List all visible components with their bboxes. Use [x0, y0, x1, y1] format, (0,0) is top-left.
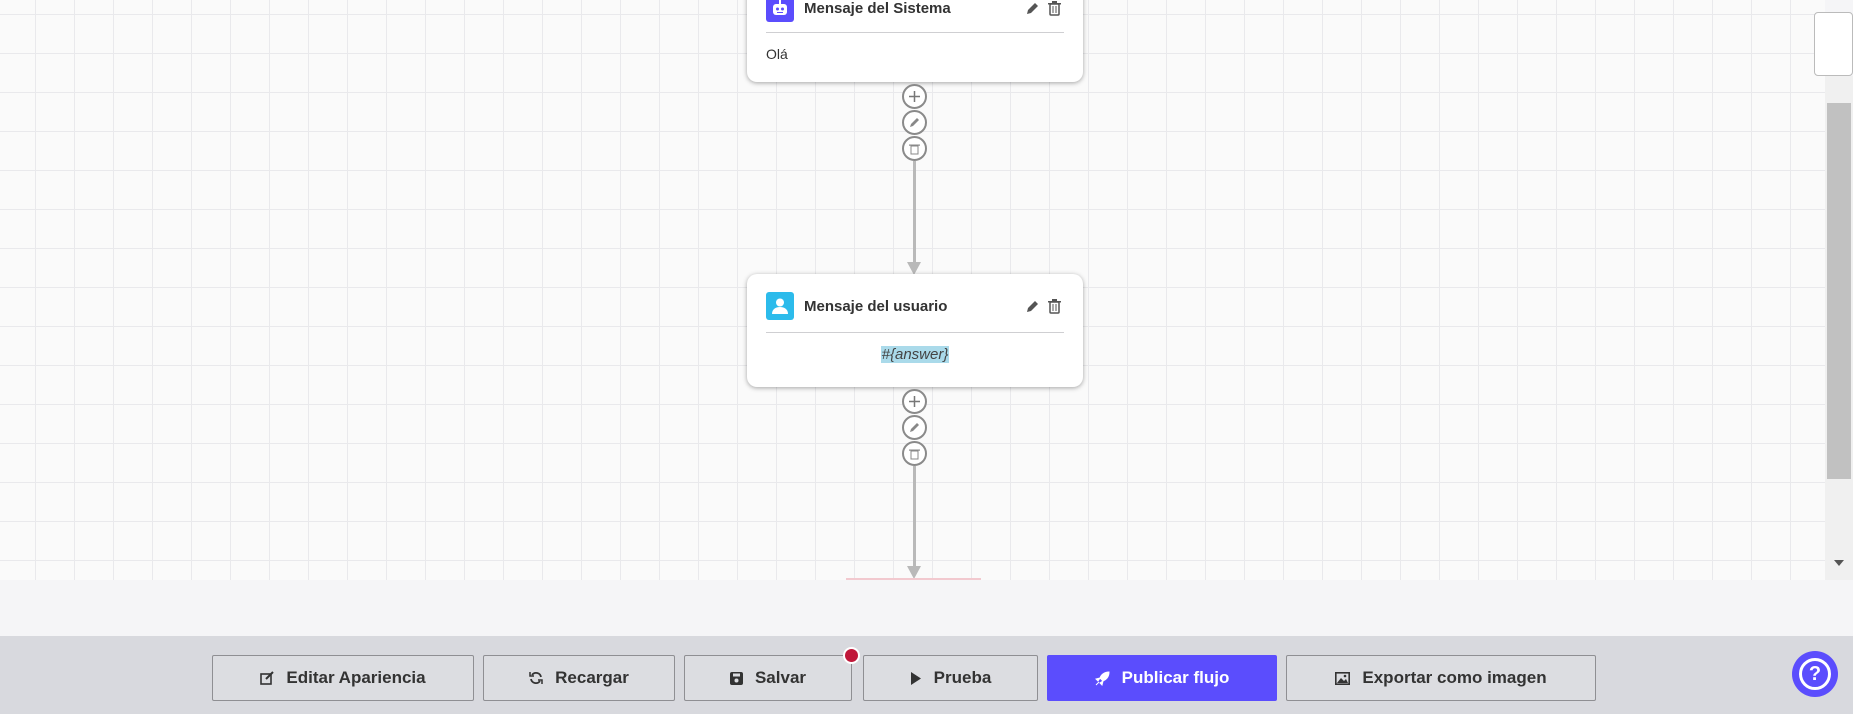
connector-arrow	[907, 566, 921, 579]
button-label: Editar Apariencia	[286, 668, 426, 687]
flow-canvas[interactable]: Mensaje del Sistema Olá Mensaje del usua…	[0, 0, 1825, 580]
button-label: Recargar	[555, 668, 629, 687]
image-icon	[1335, 671, 1351, 685]
rocket-icon	[1094, 670, 1110, 686]
save-button[interactable]: Salvar	[684, 655, 852, 701]
node-header: Mensaje del usuario	[766, 291, 1064, 321]
add-node-button[interactable]	[902, 84, 927, 109]
node-user-message[interactable]: Mensaje del usuario #{answer}	[747, 274, 1083, 387]
robot-icon	[766, 0, 794, 22]
scroll-down-icon[interactable]	[1834, 560, 1844, 566]
button-label: Publicar flujo	[1121, 668, 1230, 687]
trash-icon[interactable]	[1044, 296, 1064, 316]
connector-line	[913, 466, 916, 570]
test-button[interactable]: Prueba	[863, 655, 1038, 701]
node-content: Olá	[766, 46, 788, 62]
publish-flow-button[interactable]: Publicar flujo	[1047, 655, 1277, 701]
footer-toolbar: Editar Apariencia Recargar Salvar Prueba…	[0, 636, 1853, 714]
edit-appearance-button[interactable]: Editar Apariencia	[212, 655, 474, 701]
refresh-icon	[529, 672, 543, 684]
node-title: Mensaje del Sistema	[804, 0, 951, 17]
delete-connection-button[interactable]	[902, 441, 927, 466]
node-divider	[766, 332, 1064, 333]
edit-connection-button[interactable]	[902, 110, 927, 135]
edit-connection-button[interactable]	[902, 415, 927, 440]
node-divider	[766, 32, 1064, 33]
add-node-button[interactable]	[902, 389, 927, 414]
node-content: #{answer}	[880, 346, 950, 363]
side-panel-tab[interactable]	[1814, 12, 1853, 76]
help-button[interactable]: ?	[1792, 651, 1838, 697]
save-icon	[729, 671, 743, 685]
button-label: Salvar	[754, 668, 807, 687]
unsaved-changes-dot	[843, 647, 860, 664]
button-label: Prueba	[933, 668, 992, 687]
pencil-icon[interactable]	[1022, 296, 1042, 316]
node-title: Mensaje del usuario	[804, 297, 948, 315]
connector-arrow	[907, 262, 921, 275]
scrollbar[interactable]	[1825, 76, 1853, 580]
button-label: Exportar como imagen	[1362, 668, 1547, 687]
user-icon	[766, 292, 794, 320]
next-node-edge	[846, 578, 981, 580]
connector-line	[913, 161, 916, 264]
play-icon	[910, 671, 921, 685]
node-header: Mensaje del Sistema	[766, 0, 1064, 23]
reload-button[interactable]: Recargar	[483, 655, 675, 701]
question-icon: ?	[1799, 658, 1831, 690]
trash-icon[interactable]	[1044, 0, 1064, 18]
pencil-icon[interactable]	[1022, 0, 1042, 18]
export-image-button[interactable]: Exportar como imagen	[1286, 655, 1596, 701]
delete-connection-button[interactable]	[902, 136, 927, 161]
edit-icon	[260, 671, 275, 685]
scrollbar-thumb[interactable]	[1827, 103, 1851, 479]
node-system-message[interactable]: Mensaje del Sistema Olá	[747, 0, 1083, 82]
